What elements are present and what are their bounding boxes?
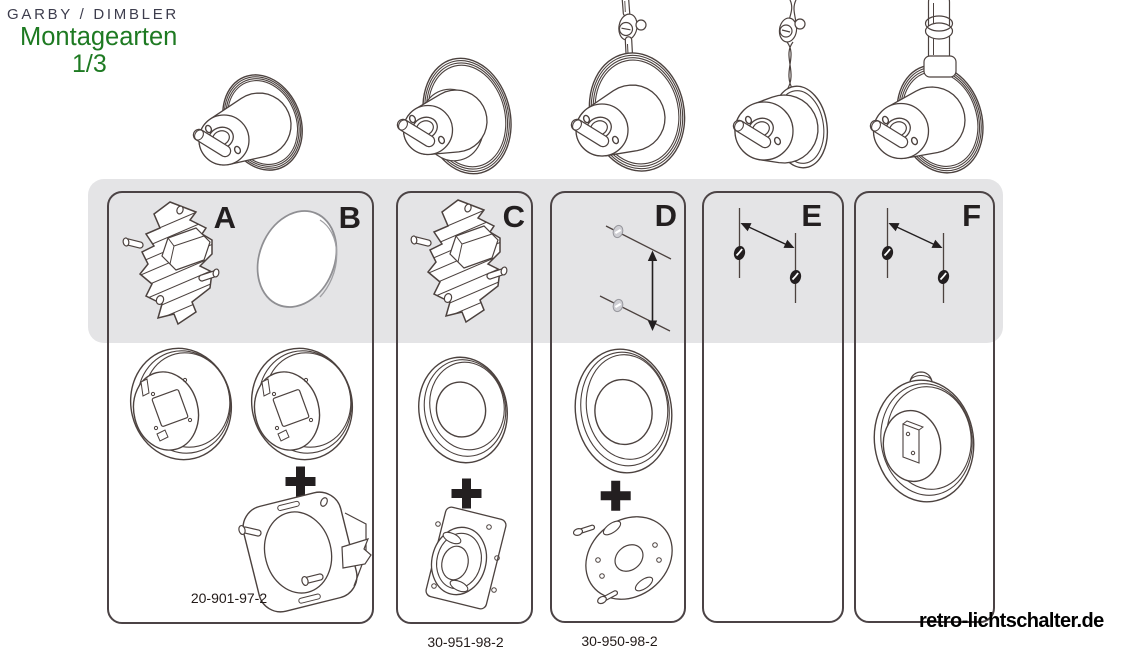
svg-text:30-950-98-2: 30-950-98-2 — [581, 633, 657, 649]
svg-text:C: C — [503, 199, 525, 234]
svg-text:A: A — [214, 200, 236, 235]
svg-text:F: F — [962, 198, 981, 233]
svg-text:30-951-98-2: 30-951-98-2 — [427, 634, 503, 650]
svg-text:E: E — [801, 198, 822, 233]
svg-text:20-901-97-2: 20-901-97-2 — [191, 590, 267, 606]
svg-text:B: B — [339, 200, 361, 235]
svg-text:D: D — [655, 198, 677, 233]
